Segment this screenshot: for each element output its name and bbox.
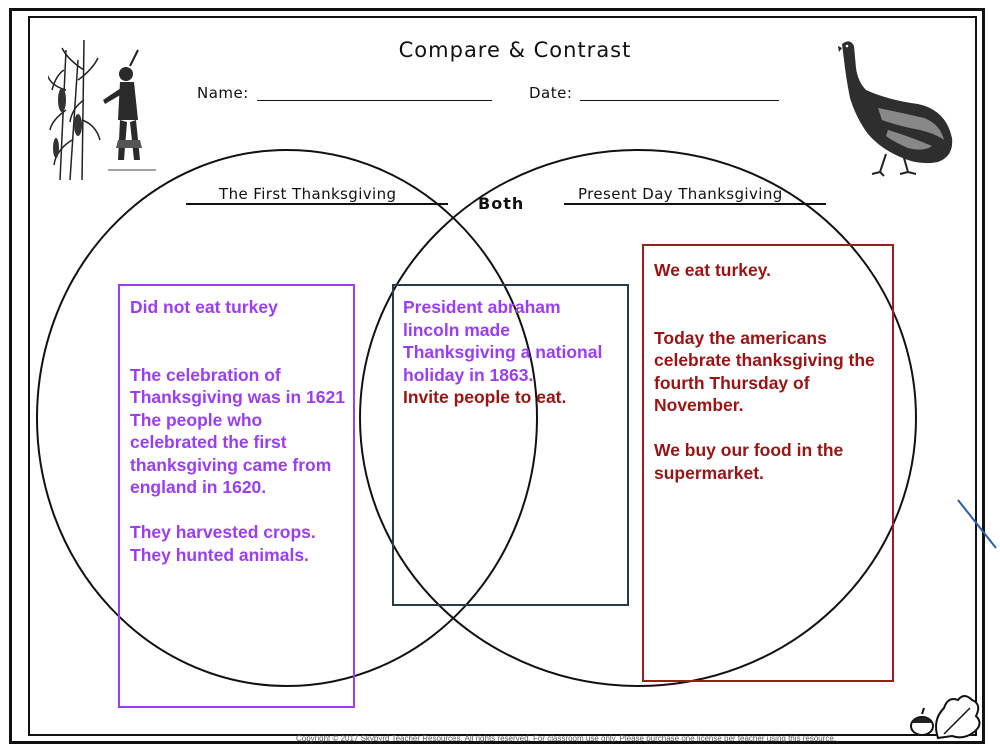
left-circle — [36, 149, 538, 687]
both-textbox[interactable]: President abraham lincoln made Thanksgiv… — [392, 284, 629, 606]
page-border-inner — [28, 16, 977, 736]
right-circle — [359, 149, 917, 687]
both-item-lincoln: President abraham lincoln made Thanksgiv… — [403, 297, 603, 385]
first-item: The people who celebrated the first than… — [130, 409, 332, 498]
both-label: Both — [478, 194, 525, 213]
worksheet-title: Compare & Contrast — [398, 38, 632, 62]
present-item: Today the americans celebrate thanksgivi… — [654, 327, 875, 416]
present-item: We buy our food in the supermarket. — [654, 440, 844, 483]
both-item-invite: Invite people to eat. — [403, 387, 567, 407]
first-item: They hunted animals. — [130, 544, 309, 565]
leaf-acorn-logo — [910, 695, 981, 740]
name-label: Name: — [197, 84, 249, 102]
right-circle-title: Present Day Thanksgiving — [578, 185, 783, 203]
left-circle-title: The First Thanksgiving — [219, 185, 397, 203]
first-item: They harvested crops. — [130, 522, 316, 542]
first-item: Did not eat turkey — [130, 297, 278, 317]
present-day-textbox[interactable]: We eat turkey. Today the americans celeb… — [642, 244, 894, 682]
turkey-illustration — [838, 41, 953, 177]
name-line — [257, 100, 492, 101]
left-title-underline — [186, 203, 448, 205]
present-item: We eat turkey. — [654, 260, 772, 280]
first-item: The celebration of Thanksgiving was in 1… — [130, 364, 345, 408]
date-line — [580, 100, 779, 101]
date-label: Date: — [529, 84, 573, 102]
cornfield-figure-illustration — [48, 39, 156, 180]
right-title-underline — [564, 203, 826, 205]
page-border-outer — [9, 8, 985, 744]
copyright-notice: Copyright © 2017 Skybyrd Teacher Resourc… — [296, 734, 837, 743]
first-thanksgiving-textbox[interactable]: Did not eat turkey The celebration of Th… — [118, 284, 355, 708]
